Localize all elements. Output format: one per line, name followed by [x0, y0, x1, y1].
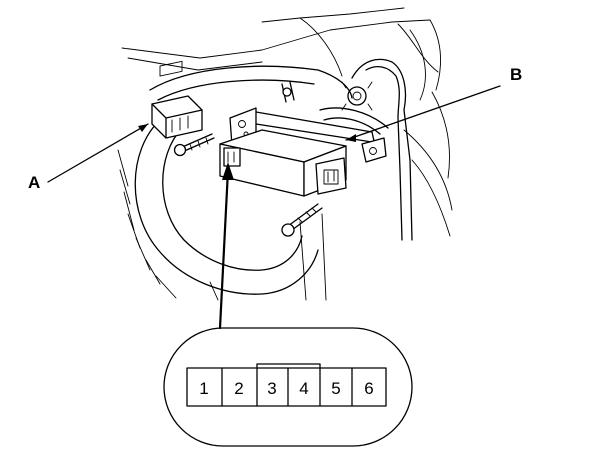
connector-pin-2: 2 [234, 379, 243, 398]
connector-detail-arrow [218, 162, 234, 330]
connector-pin-4: 4 [299, 379, 308, 398]
connector-pin-6: 6 [364, 379, 373, 398]
mounting-screw-top [281, 81, 295, 103]
callout-leaders [47, 85, 501, 183]
connector-pin-1: 1 [199, 379, 208, 398]
dashboard-structure [117, 7, 453, 301]
connector-detail-view [163, 327, 413, 447]
component-b-unit [219, 107, 389, 197]
connector-pin-5: 5 [331, 379, 340, 398]
mounting-screw-bottom [281, 203, 323, 237]
callout-label-a: A [28, 173, 40, 192]
callout-label-b: B [510, 65, 522, 84]
component-a-connector [151, 60, 203, 139]
connector-pin-labels: 1 2 3 4 5 6 [199, 379, 373, 398]
mounting-screw-left [173, 133, 215, 157]
connector-pin-3: 3 [267, 379, 276, 398]
steering-wheel [134, 65, 353, 295]
